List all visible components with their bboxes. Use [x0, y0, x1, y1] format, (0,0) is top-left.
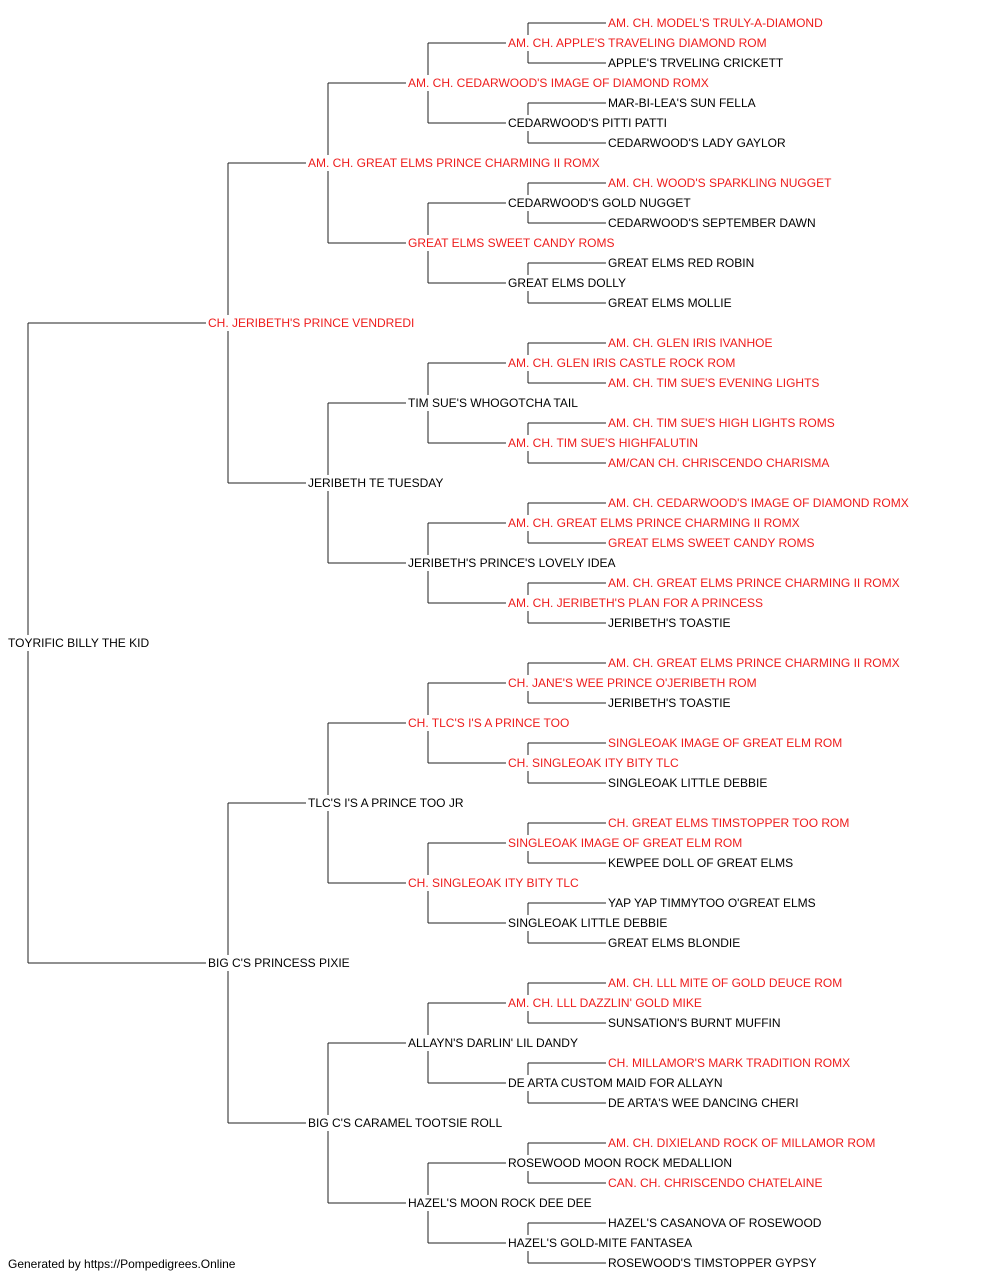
ancestor-name-gen1: BIG C'S PRINCESS PIXIE — [208, 956, 350, 970]
ancestor-name-gen5: AM. CH. LLL MITE OF GOLD DEUCE ROM — [608, 976, 843, 990]
ancestor-name-gen5: AM. CH. WOOD'S SPARKLING NUGGET — [608, 176, 832, 190]
ancestor-name-gen3: AM. CH. CEDARWOOD'S IMAGE OF DIAMOND ROM… — [408, 76, 709, 90]
ancestor-name-gen4: DE ARTA CUSTOM MAID FOR ALLAYN — [508, 1076, 723, 1090]
ancestor-name-gen5: CEDARWOOD'S SEPTEMBER DAWN — [608, 216, 816, 230]
ancestor-name-gen5: SUNSATION'S BURNT MUFFIN — [608, 1016, 781, 1030]
ancestor-name-gen5: AM. CH. GREAT ELMS PRINCE CHARMING II RO… — [608, 576, 900, 590]
ancestor-name-gen5: YAP YAP TIMMYTOO O'GREAT ELMS — [608, 896, 816, 910]
ancestor-name-gen2: BIG C'S CARAMEL TOOTSIE ROLL — [308, 1116, 503, 1130]
ancestor-name-gen3: ALLAYN'S DARLIN' LIL DANDY — [408, 1036, 578, 1050]
ancestor-name-gen4: SINGLEOAK LITTLE DEBBIE — [508, 916, 668, 930]
ancestor-name-gen4: CH. SINGLEOAK ITY BITY TLC — [508, 756, 679, 770]
ancestor-name-gen5: KEWPEE DOLL OF GREAT ELMS — [608, 856, 794, 870]
ancestor-name-gen5: GREAT ELMS RED ROBIN — [608, 256, 755, 270]
ancestor-name-gen5: AM. CH. GREAT ELMS PRINCE CHARMING II RO… — [608, 656, 900, 670]
ancestor-name-gen5: GREAT ELMS BLONDIE — [608, 936, 741, 950]
ancestor-name-gen4: SINGLEOAK IMAGE OF GREAT ELM ROM — [508, 836, 743, 850]
ancestor-name-gen5: AM. CH. DIXIELAND ROCK OF MILLAMOR ROM — [608, 1136, 876, 1150]
ancestor-name-gen5: AM. CH. TIM SUE'S EVENING LIGHTS — [608, 376, 820, 390]
ancestor-name-gen5: ROSEWOOD'S TIMSTOPPER GYPSY — [608, 1256, 817, 1270]
ancestor-name-gen4: AM. CH. LLL DAZZLIN' GOLD MIKE — [508, 996, 702, 1010]
footer-credit: Generated by https://Pompedigrees.Online — [8, 1257, 236, 1271]
subject-dog-name: TOYRIFIC BILLY THE KID — [8, 636, 150, 650]
ancestor-name-gen4: AM. CH. APPLE'S TRAVELING DIAMOND ROM — [508, 36, 767, 50]
ancestor-name-gen4: CEDARWOOD'S PITTI PATTI — [508, 116, 667, 130]
ancestor-name-gen3: CH. TLC'S I'S A PRINCE TOO — [408, 716, 570, 730]
ancestor-name-gen5: AM. CH. CEDARWOOD'S IMAGE OF DIAMOND ROM… — [608, 496, 909, 510]
ancestor-name-gen5: CH. GREAT ELMS TIMSTOPPER TOO ROM — [608, 816, 850, 830]
ancestor-name-gen5: AM. CH. MODEL'S TRULY-A-DIAMOND — [608, 16, 823, 30]
ancestor-name-gen5: GREAT ELMS MOLLIE — [608, 296, 732, 310]
ancestor-name-gen5: SINGLEOAK LITTLE DEBBIE — [608, 776, 768, 790]
ancestor-name-gen5: CEDARWOOD'S LADY GAYLOR — [608, 136, 786, 150]
ancestor-name-gen2: AM. CH. GREAT ELMS PRINCE CHARMING II RO… — [308, 156, 600, 170]
ancestor-name-gen3: GREAT ELMS SWEET CANDY ROMS — [408, 236, 615, 250]
ancestor-name-gen4: CEDARWOOD'S GOLD NUGGET — [508, 196, 691, 210]
ancestor-name-gen5: GREAT ELMS SWEET CANDY ROMS — [608, 536, 815, 550]
ancestor-name-gen5: AM. CH. TIM SUE'S HIGH LIGHTS ROMS — [608, 416, 835, 430]
ancestor-name-gen4: ROSEWOOD MOON ROCK MEDALLION — [508, 1156, 733, 1170]
ancestor-name-gen4: AM. CH. TIM SUE'S HIGHFALUTIN — [508, 436, 699, 450]
ancestor-name-gen4: CH. JANE'S WEE PRINCE O'JERIBETH ROM — [508, 676, 757, 690]
ancestor-name-gen5: APPLE'S TRVELING CRICKETT — [608, 56, 784, 70]
ancestor-name-gen3: HAZEL'S MOON ROCK DEE DEE — [408, 1196, 592, 1210]
ancestor-name-gen5: JERIBETH'S TOASTIE — [608, 696, 731, 710]
ancestor-name-gen5: CH. MILLAMOR'S MARK TRADITION ROMX — [608, 1056, 851, 1070]
ancestor-name-gen3: JERIBETH'S PRINCE'S LOVELY IDEA — [408, 556, 616, 570]
ancestor-name-gen5: MAR-BI-LEA'S SUN FELLA — [608, 96, 756, 110]
ancestor-name-gen4: HAZEL'S GOLD-MITE FANTASEA — [508, 1236, 693, 1250]
ancestor-name-gen5: AM/CAN CH. CHRISCENDO CHARISMA — [608, 456, 830, 470]
ancestor-name-gen3: CH. SINGLEOAK ITY BITY TLC — [408, 876, 579, 890]
ancestor-name-gen4: AM. CH. GLEN IRIS CASTLE ROCK ROM — [508, 356, 736, 370]
ancestor-name-gen4: AM. CH. GREAT ELMS PRINCE CHARMING II RO… — [508, 516, 800, 530]
ancestor-name-gen5: DE ARTA'S WEE DANCING CHERI — [608, 1096, 799, 1110]
ancestor-name-gen4: AM. CH. JERIBETH'S PLAN FOR A PRINCESS — [508, 596, 764, 610]
ancestor-name-gen5: SINGLEOAK IMAGE OF GREAT ELM ROM — [608, 736, 843, 750]
ancestor-name-gen5: AM. CH. GLEN IRIS IVANHOE — [608, 336, 773, 350]
ancestor-name-gen5: CAN. CH. CHRISCENDO CHATELAINE — [608, 1176, 823, 1190]
ancestor-name-gen3: TIM SUE'S WHOGOTCHA TAIL — [408, 396, 578, 410]
ancestor-name-gen5: HAZEL'S CASANOVA OF ROSEWOOD — [608, 1216, 822, 1230]
ancestor-name-gen2: JERIBETH TE TUESDAY — [308, 476, 444, 490]
ancestor-name-gen5: JERIBETH'S TOASTIE — [608, 616, 731, 630]
ancestor-name-gen4: GREAT ELMS DOLLY — [508, 276, 627, 290]
ancestor-name-gen2: TLC'S I'S A PRINCE TOO JR — [308, 796, 464, 810]
ancestor-name-gen1: CH. JERIBETH'S PRINCE VENDREDI — [208, 316, 415, 330]
